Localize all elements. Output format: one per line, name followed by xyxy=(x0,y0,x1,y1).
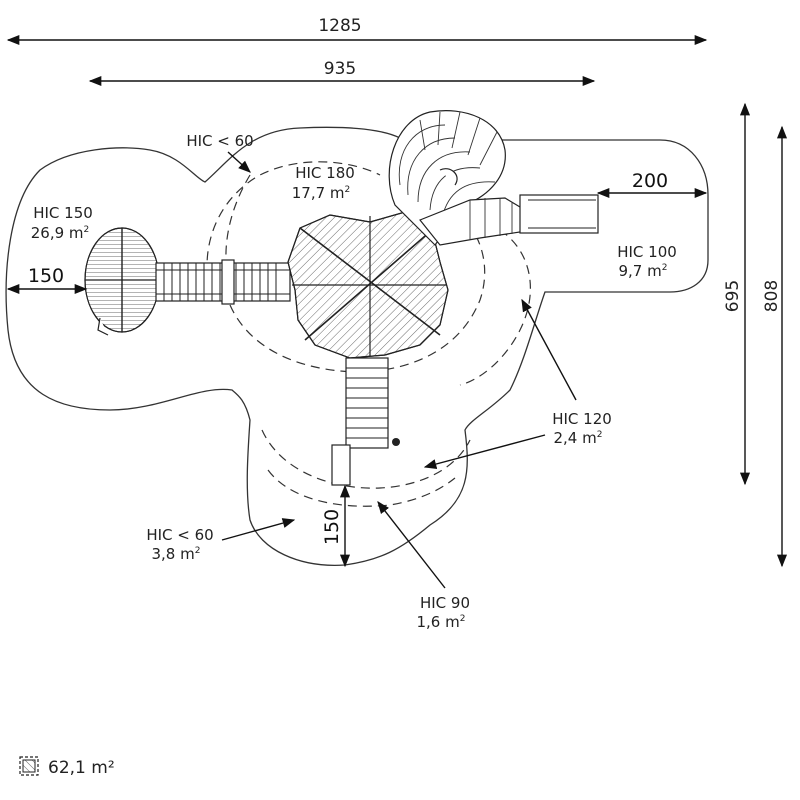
dim-inner-width: 935 xyxy=(324,59,356,79)
zone-label-hic-90: HIC 90 xyxy=(420,594,470,612)
dim-depth-inner: 695 xyxy=(723,280,743,312)
central-tower-roof xyxy=(287,211,449,359)
ladder xyxy=(331,357,400,486)
leader-hic-lt60-bottom xyxy=(221,518,296,541)
leader-hic-120 xyxy=(521,298,577,401)
zone-label-hic-150: HIC 150 xyxy=(33,204,93,222)
zone-hic-180-boundary xyxy=(229,209,486,373)
safety-area-outline xyxy=(5,126,709,566)
dim-right-offset: 200 xyxy=(632,170,668,192)
zone-area-hic-180: 17,7 m2 xyxy=(292,184,351,202)
zone-area-hic-90: 1,6 m2 xyxy=(417,613,466,631)
zone-hic-120-boundary xyxy=(261,429,471,489)
leader-hic-lt60-top xyxy=(227,151,251,173)
zone-hic-150-boundary xyxy=(206,161,381,291)
dim-depth-overall: 808 xyxy=(762,280,782,312)
hatched-square-icon xyxy=(19,756,39,776)
dim-left-offset: 150 xyxy=(28,265,64,287)
legend-total-area: 62,1 m² xyxy=(48,758,115,778)
zone-label-hic-lt60-top: HIC < 60 xyxy=(186,132,253,150)
dim-bottom-offset: 150 xyxy=(321,509,343,545)
left-tower-roof xyxy=(84,227,160,336)
zone-area-hic-150: 26,9 m2 xyxy=(31,224,90,242)
tube-slide xyxy=(388,110,599,246)
zone-label-hic-180: HIC 180 xyxy=(295,164,355,182)
zone-area-hic-lt60-bottom: 3,8 m2 xyxy=(152,545,201,563)
dim-overall-width: 1285 xyxy=(318,16,361,36)
leader-hic-120-zone xyxy=(423,434,546,469)
zone-area-hic-120: 2,4 m2 xyxy=(554,429,603,447)
rope-bridge xyxy=(155,259,291,305)
legend: 62,1 m² xyxy=(19,756,115,778)
zone-label-hic-lt60-bottom: HIC < 60 xyxy=(146,526,213,544)
zone-label-hic-100: HIC 100 xyxy=(617,243,677,261)
zone-label-hic-120: HIC 120 xyxy=(552,410,612,428)
leader-hic-90 xyxy=(377,501,446,589)
zone-hic-100-boundary xyxy=(459,229,531,386)
zone-area-hic-100: 9,7 m2 xyxy=(619,262,668,280)
zone-hic-lt60-top-boundary xyxy=(225,174,251,261)
